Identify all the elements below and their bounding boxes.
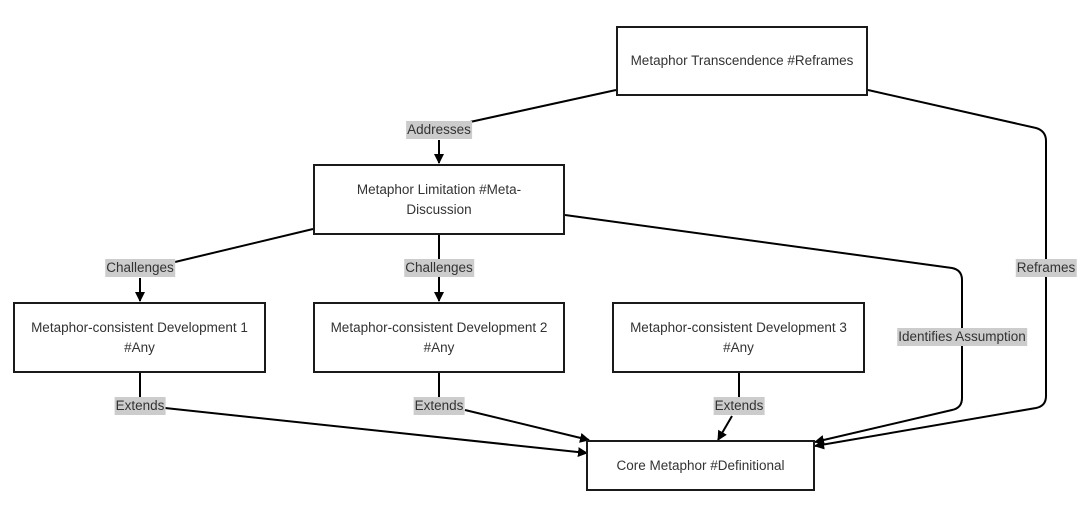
node-metaphor-transcendence[interactable]: Metaphor Transcendence #Reframes	[616, 26, 868, 96]
node-label: Core Metaphor #Definitional	[616, 457, 785, 473]
edge-extends-2	[438, 372, 589, 440]
edge-label-extends-3: Extends	[713, 397, 765, 415]
edge-label-challenges-1: Challenges	[105, 259, 175, 277]
node-core-metaphor[interactable]: Core Metaphor #Definitional	[586, 440, 815, 491]
node-label: Metaphor-consistent Development 3 #Any	[630, 319, 847, 355]
node-development-2[interactable]: Metaphor-consistent Development 2 #Any	[313, 302, 565, 373]
node-label: Metaphor-consistent Development 2 #Any	[330, 319, 548, 355]
node-development-3[interactable]: Metaphor-consistent Development 3 #Any	[612, 302, 865, 373]
edge-label-extends-1: Extends	[114, 397, 166, 415]
edge-label-reframes: Reframes	[1015, 259, 1077, 277]
edge-reframes	[814, 89, 1047, 450]
edge-label-extends-2: Extends	[413, 397, 465, 415]
edge-label-addresses: Addresses	[406, 121, 472, 139]
node-label: Metaphor Transcendence #Reframes	[630, 53, 854, 68]
edge-challenges-1	[140, 228, 314, 301]
node-label: Metaphor Limitation #Meta-Discussion	[356, 181, 522, 217]
edge-addresses	[439, 89, 617, 163]
node-label: Metaphor-consistent Development 1 #Any	[31, 319, 248, 355]
edge-label-identifies-assumption: Identifies Assumption	[897, 328, 1027, 346]
edge-extends-1	[139, 372, 587, 453]
edge-extends-3	[718, 372, 740, 440]
edge-label-challenges-2: Challenges	[404, 259, 474, 277]
node-metaphor-limitation[interactable]: Metaphor Limitation #Meta-Discussion	[313, 164, 565, 235]
node-development-1[interactable]: Metaphor-consistent Development 1 #Any	[13, 302, 266, 373]
